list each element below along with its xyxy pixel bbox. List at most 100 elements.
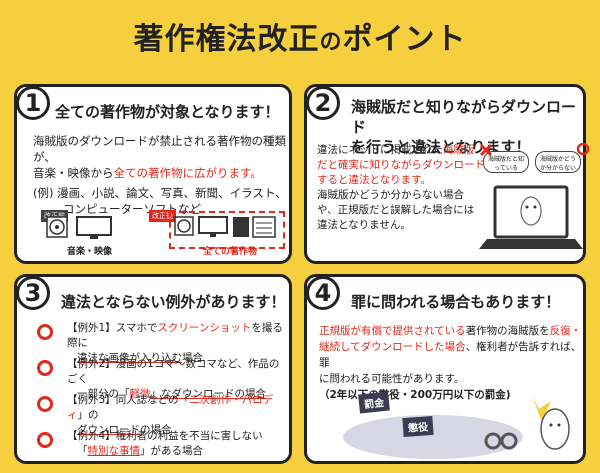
exception-2-red: 軽微 bbox=[129, 388, 151, 400]
card-2: 海賊版だと知りながらダウンロード を行うと違法となります！ 違法にネットに掲載さ… bbox=[304, 84, 589, 264]
exception-2: 【例外2】漫画の1コマ～数コマなど、作品のごく 一部分の「軽微」なダウンロードの… bbox=[37, 357, 293, 400]
all-works-icons bbox=[174, 216, 276, 238]
exception-3-underlined: ダウンロード bbox=[77, 424, 140, 436]
exception-1-text: を撮る際に bbox=[67, 322, 283, 349]
ghost-eye-icon bbox=[549, 423, 553, 427]
cd-hub-icon bbox=[55, 225, 59, 229]
after-box bbox=[169, 211, 285, 249]
fine-sign: 罰金 bbox=[358, 391, 390, 414]
caption-after: 全ての著作物 bbox=[203, 247, 258, 257]
exception-4-text: 権利者の利益を不当に害しない bbox=[115, 430, 263, 442]
title-particle: の bbox=[319, 30, 343, 55]
card-2-body-line-3: すると違法となります。 bbox=[317, 174, 432, 186]
fine-sign-text: 罰金 bbox=[363, 397, 385, 412]
handcuffs-icon bbox=[500, 432, 518, 450]
book-icon bbox=[233, 217, 249, 237]
prison-sign-text: 懲役 bbox=[407, 422, 429, 435]
laptop-base-icon bbox=[479, 239, 583, 249]
newspaper-icon bbox=[252, 216, 276, 238]
monitor-icon bbox=[198, 216, 228, 234]
exception-4-text: 「 bbox=[77, 445, 88, 457]
exception-1-text: 場合 bbox=[182, 352, 203, 364]
exception-4-red: 特別な事情 bbox=[87, 445, 141, 457]
card-1: 全ての著作物が対象となります！ 海賊版のダウンロードが禁止される著作物の種類が、… bbox=[14, 84, 292, 264]
cross-mark-icon bbox=[479, 143, 493, 157]
circle-mark-icon bbox=[37, 432, 53, 453]
exception-2-text: 一部分の「 bbox=[77, 388, 130, 400]
cd-disc-icon bbox=[177, 219, 191, 233]
exception-3: 【例外3】同人誌などの「二次創作・パロディ」の ダウンロードの場合 bbox=[37, 393, 293, 436]
exception-4-text: 」がある場合 bbox=[140, 445, 203, 457]
exception-3-text: 」の bbox=[77, 409, 99, 421]
card-1-number-text: 1 bbox=[24, 89, 42, 117]
bubble-unsure: 海賊版かどうか分からない bbox=[535, 151, 581, 173]
exception-2-underlined: 」なダウンロードの場合 bbox=[150, 388, 267, 400]
card-1-body-line-1: 海賊版のダウンロードが禁止される著作物の種類が、 bbox=[33, 134, 286, 164]
card-2-body-line-2: だと確実に知りながらダウンロード bbox=[317, 159, 485, 171]
title-tail: ポイント bbox=[342, 22, 467, 57]
card-1-body-line-2-red: 全ての著作物に広がります。 bbox=[113, 166, 262, 180]
card-4-body-line-1-plain: 著作物の海賊版を bbox=[465, 325, 550, 337]
card-2-number: 2 bbox=[306, 86, 340, 120]
card-2-body-line-1-plain: 違法にネットに掲載された bbox=[317, 144, 443, 156]
title-main: 著作権法改正 bbox=[133, 22, 320, 57]
card-4-body-line-1-red: 正規版が有償で提供されている bbox=[319, 325, 466, 337]
circle-mark-icon bbox=[37, 396, 53, 417]
ghost-character-icon bbox=[520, 196, 542, 226]
ghost-character-icon bbox=[540, 408, 570, 450]
page-title: 著作権法改正のポイント bbox=[0, 14, 600, 58]
card-4-number: 4 bbox=[306, 276, 340, 310]
card-4-body-line-2-plain: 、権利者が告訴すれば、罪 bbox=[319, 341, 582, 369]
exception-2-text: 漫画の1コマ～数コマなど、作品のごく bbox=[67, 358, 280, 385]
card-2-body-line-4: 海賊版かどうか分からない場合 bbox=[317, 189, 464, 201]
card-4-body-line-2-red: 継続してダウンロードした場合 bbox=[319, 341, 466, 353]
exception-1-label: 【例外1】 bbox=[67, 322, 116, 334]
exception-4-label: 【例外4】 bbox=[67, 430, 116, 442]
circle-mark-icon bbox=[37, 360, 53, 381]
cd-disc-icon bbox=[49, 219, 65, 235]
card-2-heading: 海賊版だと知りながらダウンロード を行うと違法となります！ bbox=[351, 97, 583, 157]
card-4-body-line-1: 正規版が有償で提供されている著作物の海賊版を反復・ bbox=[319, 323, 583, 339]
card-2-body-line-6: 違法となりません。 bbox=[317, 219, 411, 231]
exception-1-underlined: 違法な画像が入り込む bbox=[77, 352, 182, 364]
card-3-heading: 違法とならない例外があります！ bbox=[61, 293, 286, 311]
circle-mark-icon bbox=[37, 324, 53, 345]
exception-3-red: 二次創作・パロディ bbox=[67, 394, 274, 421]
card-1-heading: 全ての著作物が対象となります！ bbox=[55, 103, 280, 121]
handcuffs-icon bbox=[484, 432, 502, 450]
cd-monitor-icons bbox=[46, 216, 112, 239]
exception-3-text: の場合 bbox=[140, 424, 172, 436]
card-1-body-line-2-plain: 音楽・映像から bbox=[33, 166, 114, 180]
card-1-number: 1 bbox=[16, 86, 50, 120]
shadow-area bbox=[343, 415, 523, 459]
ghost-eye-icon bbox=[557, 423, 561, 427]
exception-2-label: 【例外2】 bbox=[67, 358, 116, 370]
card-2-body-line-1: 違法にネットに掲載された海賊版 bbox=[317, 143, 487, 158]
card-4-body: 正規版が有償で提供されている著作物の海賊版を反復・ 継続してダウンロードした場合… bbox=[319, 323, 583, 403]
caption-before: 音楽・映像 bbox=[67, 247, 113, 257]
exception-1-text: スマホで bbox=[115, 322, 158, 334]
card-1-body-line-3: (例) 漫画、小説、論文、写真、新聞、イラスト、 bbox=[33, 186, 287, 200]
card-2-body-line-1-red: 海賊版 bbox=[443, 144, 475, 156]
monitor-stand-icon bbox=[90, 236, 98, 239]
card-4-heading: 罪に問われる場合もあります！ bbox=[351, 293, 561, 311]
exception-1-red: スクリーンショット bbox=[157, 322, 252, 334]
card-3-number-text: 3 bbox=[24, 279, 42, 307]
card-4-body-line-1-red-2: 反復・ bbox=[549, 325, 582, 337]
card-4-body-line-2: 継続してダウンロードした場合、権利者が告訴すれば、罪 bbox=[319, 339, 583, 371]
exception-4: 【例外4】権利者の利益を不当に害しない 「特別な事情」がある場合 bbox=[37, 429, 293, 461]
ghost-eye-icon bbox=[533, 205, 537, 209]
card-3: 違法とならない例外があります！ 【例外1】スマホでスクリーンショットを撮る際に … bbox=[14, 274, 292, 464]
ghost-eye-icon bbox=[525, 205, 529, 209]
circle-mark-icon bbox=[576, 143, 589, 156]
monitor-stand-icon bbox=[210, 234, 216, 237]
card-4-number-text: 4 bbox=[314, 279, 332, 307]
card-2-body-line-5: や、正規版だと誤解した場合には bbox=[317, 204, 475, 216]
card-3-number: 3 bbox=[16, 276, 50, 310]
bubble-knows: 海賊版だと知っている bbox=[483, 151, 529, 173]
card-2-body: 違法にネットに掲載された海賊版 だと確実に知りながらダウンロード すると違法とな… bbox=[317, 143, 487, 233]
laptop-illustration bbox=[479, 143, 589, 249]
card-2-number-text: 2 bbox=[314, 89, 332, 117]
exception-3-text: 同人誌などの「 bbox=[115, 394, 190, 406]
